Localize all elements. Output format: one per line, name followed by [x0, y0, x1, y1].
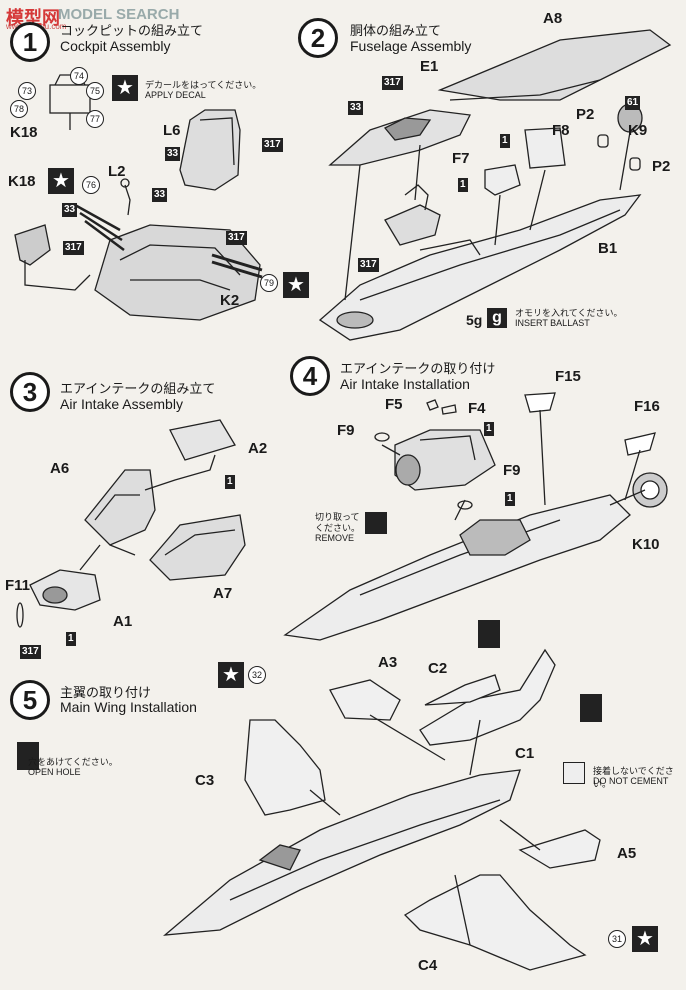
decal-79: 79	[260, 274, 278, 292]
decal-78: 78	[10, 100, 28, 118]
part-a2: A2	[248, 440, 268, 457]
step-3-number: 3	[10, 372, 50, 412]
part-k2: K2	[220, 292, 240, 309]
part-k18-side: K18	[8, 173, 36, 190]
remove-en: REMOVE	[315, 533, 355, 543]
part-f9-right: F9	[503, 462, 521, 479]
color-1-a1: 1	[66, 632, 76, 646]
part-p2-top: P2	[576, 106, 595, 123]
color-317-tub: 317	[226, 231, 247, 245]
ballast-weight: 5g	[466, 312, 483, 328]
color-317-panel: 317	[63, 241, 84, 255]
part-f11: F11	[5, 577, 31, 594]
part-c3: C3	[195, 772, 215, 789]
decal-75: 75	[86, 82, 104, 100]
open-hole-jp: 穴をあけてください。	[28, 757, 118, 767]
step-5-title-en: Main Wing Installation	[60, 699, 197, 715]
decal-star-icon: ★	[283, 272, 309, 298]
color-33-canopy: 33	[348, 101, 364, 115]
decal-star-icon: ★	[218, 662, 244, 688]
decal-star-icon: ★	[112, 75, 138, 101]
step-4-title-en: Air Intake Installation	[340, 376, 470, 392]
part-f16: F16	[634, 398, 660, 415]
step-5-number: 5	[10, 680, 50, 720]
open-hole-icon	[478, 620, 500, 648]
color-317-b1: 317	[358, 258, 379, 272]
remove-jp-1: 切り取って	[315, 512, 360, 522]
part-f5: F5	[385, 396, 403, 413]
decal-star-icon: ★	[48, 168, 74, 194]
open-hole-en: OPEN HOLE	[28, 767, 81, 777]
decal-73: 73	[18, 82, 36, 100]
part-a7: A7	[213, 585, 233, 602]
step-4-title-jp: エアインテークの取り付け	[340, 362, 496, 377]
step-1-title-en: Cockpit Assembly	[60, 38, 171, 54]
part-e1: E1	[420, 58, 439, 75]
step-2-number: 2	[298, 18, 338, 58]
part-b1: B1	[598, 240, 618, 257]
decal-77: 77	[86, 110, 104, 128]
color-33-panel: 33	[62, 203, 78, 217]
ballast-icon: g	[487, 308, 507, 328]
part-c2: C2	[428, 660, 448, 677]
no-cement-icon	[563, 762, 585, 784]
step-3-title-jp: エアインテークの組み立て	[60, 382, 216, 397]
color-317-seat: 317	[262, 138, 283, 152]
part-f9-left: F9	[337, 422, 355, 439]
part-f15: F15	[555, 368, 581, 385]
part-k9: K9	[628, 122, 648, 139]
watermark-text: MODEL SEARCH	[58, 6, 180, 23]
part-a8: A8	[543, 10, 563, 27]
decal-star-icon: ★	[632, 926, 658, 952]
part-p2-bottom: P2	[652, 158, 671, 175]
part-a3: A3	[378, 654, 398, 671]
color-1-f8: 1	[500, 134, 510, 148]
no-cement-jp: 接着しないでください。	[593, 766, 674, 789]
part-k18-top: K18	[10, 124, 38, 141]
part-k10: K10	[632, 536, 660, 553]
step-4-number: 4	[290, 356, 330, 396]
color-33-stick: 33	[152, 188, 168, 202]
step-2-title-jp: 胴体の組み立て	[350, 24, 442, 39]
part-a5: A5	[617, 845, 637, 862]
color-33-seat: 33	[165, 147, 181, 161]
part-a1: A1	[113, 613, 133, 630]
step-2-title-en: Fuselage Assembly	[350, 38, 472, 54]
step-5-title-jp: 主翼の取り付け	[60, 686, 152, 701]
part-f8: F8	[552, 122, 570, 139]
color-317-canopy: 317	[382, 76, 403, 90]
no-cement-en: DO NOT CEMENT	[593, 776, 669, 786]
step-1-title-jp: コックピットの組み立て	[60, 24, 204, 39]
open-hole-icon	[17, 742, 39, 770]
part-a6: A6	[50, 460, 70, 477]
decal-32: 32	[248, 666, 266, 684]
part-c1: C1	[515, 745, 535, 762]
open-hole-icon	[580, 694, 602, 722]
part-l2: L2	[108, 163, 126, 180]
ballast-jp: オモリを入れてください。	[515, 308, 623, 318]
step-1-number: 1	[10, 22, 50, 62]
part-c4: C4	[418, 957, 438, 974]
part-l6: L6	[163, 122, 181, 139]
apply-decal-jp: デカールをはってください。	[145, 80, 262, 90]
color-1-intake: 1	[484, 422, 494, 436]
remove-jp-2: ください。	[315, 523, 361, 533]
color-1-f7: 1	[458, 178, 468, 192]
ballast-en: INSERT BALLAST	[515, 318, 590, 328]
remove-icon	[365, 512, 387, 534]
decal-31: 31	[608, 930, 626, 948]
color-1-a2: 1	[225, 475, 235, 489]
color-317-f11: 317	[20, 645, 41, 659]
color-61: 61	[625, 96, 641, 110]
decal-74: 74	[70, 67, 88, 85]
decal-76: 76	[82, 176, 100, 194]
color-1-f9: 1	[505, 492, 515, 506]
part-f4: F4	[468, 400, 486, 417]
apply-decal-en: APPLY DECAL	[145, 90, 206, 100]
part-f7: F7	[452, 150, 470, 167]
step-3-title-en: Air Intake Assembly	[60, 396, 183, 412]
